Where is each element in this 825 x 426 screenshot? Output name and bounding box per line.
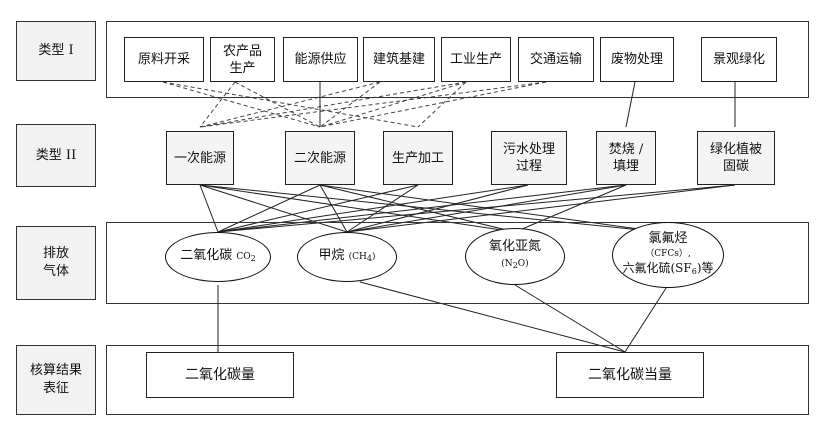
- gas-ch4-sub: 4: [366, 253, 372, 263]
- connector: [199, 81, 381, 128]
- connector: [624, 284, 669, 353]
- gas-co2-name: 二氧化碳: [180, 247, 233, 263]
- row-label-type2: 类型 II: [16, 124, 96, 187]
- connector: [217, 184, 627, 233]
- connector: [199, 184, 219, 233]
- type2-box-carbon-sink: 绿化植被 固碳: [697, 131, 775, 185]
- type2-box-secondary-energy: 二次能源: [285, 131, 355, 185]
- connector: [217, 184, 321, 233]
- gas-fgas-line3a: 六氟化硫(SF: [622, 260, 692, 275]
- connector: [217, 184, 736, 233]
- connector: [417, 81, 467, 128]
- connector: [199, 81, 236, 128]
- type1-box-agriculture: 农产品 生产: [210, 37, 275, 82]
- connector: [319, 81, 381, 128]
- gas-co2-formula: CO: [236, 251, 251, 262]
- band-emission: [106, 222, 809, 304]
- type2-box-wastewater: 污水处理 过程: [491, 131, 567, 185]
- connector: [217, 184, 529, 233]
- gas-fgas-oval: 氯氟烃 （CFCs）, 六氟化硫(SF6)等: [612, 222, 724, 288]
- type1-box-transport: 交通运输: [518, 37, 594, 82]
- type1-box-waste: 废物处理: [600, 37, 674, 82]
- connector: [162, 81, 321, 128]
- connector: [199, 184, 348, 233]
- gas-fgas-line3b: )等: [696, 260, 714, 275]
- gas-fgas-sub: 6: [691, 266, 697, 276]
- type2-box-processing: 生产加工: [383, 131, 453, 185]
- connector: [514, 184, 627, 233]
- connector: [319, 184, 348, 233]
- gas-n2o-name: 氧化亚氮: [488, 239, 541, 254]
- connector: [514, 284, 626, 353]
- connector: [319, 81, 467, 128]
- result-box-co2-amount: 二氧化碳量: [146, 352, 294, 398]
- row-label-emission: 排放 气体: [16, 226, 96, 300]
- type1-box-energy-supply: 能源供应: [283, 37, 358, 82]
- connector: [319, 184, 516, 233]
- band-result: [106, 345, 809, 415]
- type2-box-incineration: 焚烧 / 填埋: [596, 131, 656, 185]
- gas-fgas-line2: （CFCs）,: [645, 248, 691, 259]
- gas-n2o-formula: (N: [501, 259, 513, 269]
- connector: [346, 184, 736, 233]
- gas-ch4-oval: 甲烷 (CH4): [297, 232, 397, 282]
- connector: [199, 184, 661, 233]
- gas-co2-sub: 2: [250, 253, 256, 263]
- type2-box-primary-energy: 一次能源: [166, 131, 234, 185]
- connector: [199, 81, 547, 128]
- gas-n2o-sub: 2: [512, 261, 518, 270]
- connector: [234, 81, 321, 128]
- connector: [625, 81, 636, 128]
- type1-box-industry: 工业生产: [441, 37, 511, 82]
- row-label-result: 核算结果 表征: [16, 345, 96, 415]
- gas-n2o-oval: 氧化亚氮 (N2O): [465, 228, 565, 285]
- connector: [346, 184, 419, 233]
- connector: [319, 184, 661, 233]
- connector: [199, 184, 516, 233]
- band-type1: [106, 21, 809, 98]
- gas-n2o-close: O): [517, 259, 529, 269]
- connector: [217, 184, 419, 233]
- type1-box-construction: 建筑基建: [363, 37, 435, 82]
- result-box-co2-equivalent: 二氧化碳当量: [556, 352, 704, 398]
- row-label-type1: 类型 I: [16, 21, 96, 81]
- gas-co2-oval: 二氧化碳 CO2: [165, 232, 271, 282]
- connector: [319, 81, 547, 128]
- connector: [346, 184, 529, 233]
- connector: [346, 184, 627, 233]
- gas-ch4-name: 甲烷: [318, 247, 345, 263]
- connector: [359, 281, 626, 353]
- type1-box-raw-material: 原料开采: [124, 37, 204, 82]
- gas-ch4-close: ): [371, 251, 376, 262]
- type1-box-landscape: 景观绿化: [701, 37, 777, 82]
- gas-fgas-line1: 氯氟烃: [648, 230, 688, 246]
- gas-ch4-formula: (CH: [348, 251, 367, 262]
- connector: [199, 81, 467, 128]
